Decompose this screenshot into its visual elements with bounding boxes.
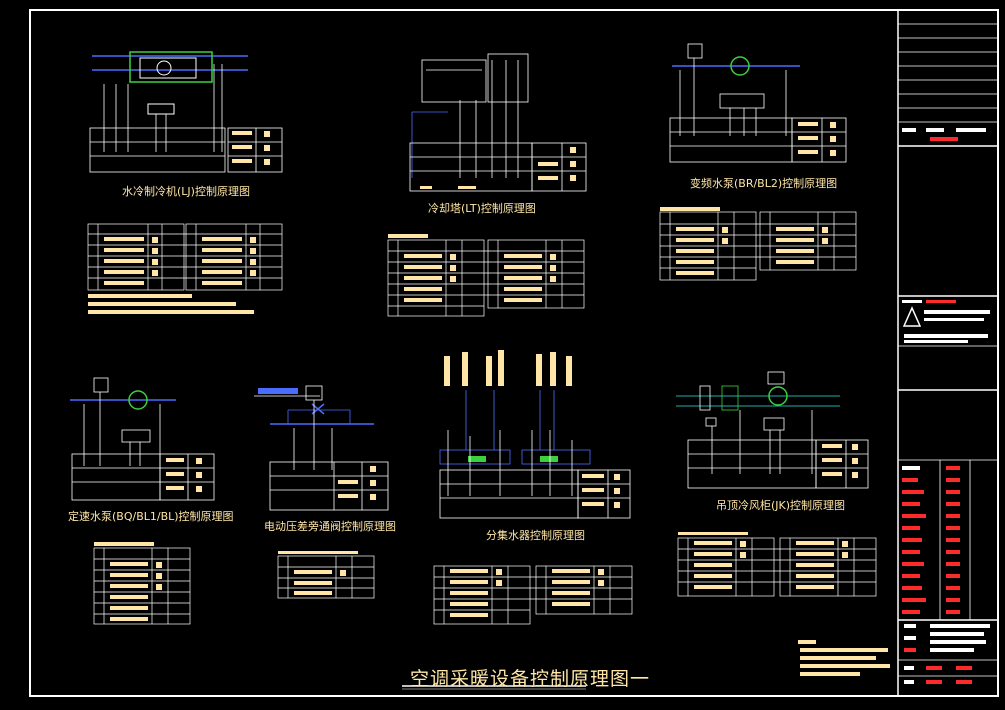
cooling-tower-diagram <box>409 53 587 192</box>
title-block <box>898 23 998 677</box>
cooling-tower-title: 冷却塔(LT)控制原理图 <box>428 202 536 215</box>
chiller-io-table <box>87 223 283 291</box>
chiller-title: 水冷制冷机(LJ)控制原理图 <box>122 185 250 198</box>
title-block-fills <box>902 128 990 684</box>
vfd-pump-title: 变频水泵(BR/BL2)控制原理图 <box>690 177 838 190</box>
bypass-valve-title: 电动压差旁通阀控制原理图 <box>264 520 396 533</box>
fan-icon <box>768 386 788 406</box>
pump-icon <box>730 56 750 76</box>
notes-block <box>798 640 890 676</box>
bypass-valve-io-table <box>277 555 375 599</box>
cooling-tower-icon <box>421 59 487 103</box>
sheet-border <box>29 9 999 697</box>
pump-icon <box>128 390 148 410</box>
bypass-valve-diagram <box>254 385 389 511</box>
manifold-diagram <box>439 350 631 519</box>
chiller-unit-icon <box>129 51 213 83</box>
ceiling-ahu-io-table <box>677 537 877 597</box>
page-title: 空调采暖设备控制原理图一 <box>410 668 651 690</box>
manifold-io-table <box>433 565 633 625</box>
vfd-pump-io-table <box>659 211 857 281</box>
cooling-tower-fills <box>420 147 576 189</box>
ceiling-ahu-title: 吊顶冷风柜(JK)控制原理图 <box>716 499 846 512</box>
ceiling-ahu-diagram <box>676 371 869 489</box>
const-pump-io-table <box>93 547 191 625</box>
const-pump-diagram <box>70 377 215 501</box>
vfd-pump-diagram <box>669 43 847 163</box>
chiller-diagram <box>89 51 283 173</box>
cooling-tower-io-table <box>387 239 585 317</box>
manifold-title: 分集水器控制原理图 <box>486 529 585 542</box>
const-pump-title: 定速水泵(BQ/BL1/BL)控制原理图 <box>68 510 234 523</box>
company-logo-icon <box>902 306 922 327</box>
